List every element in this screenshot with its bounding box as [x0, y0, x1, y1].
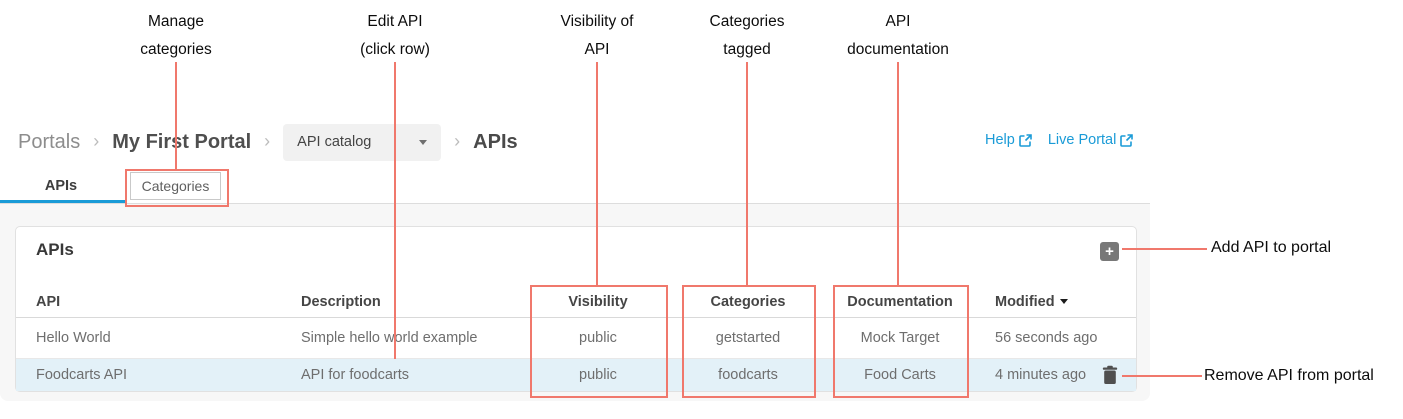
breadcrumb-separator: › — [264, 130, 271, 151]
column-header-visibility: Visibility — [568, 293, 628, 310]
annotation-categories-tagged: Categories tagged — [662, 8, 832, 64]
annotation-line-2: API — [584, 41, 610, 58]
cell-documentation: Mock Target — [860, 330, 940, 346]
cell-api: Hello World — [36, 330, 111, 346]
annotation-line-2: documentation — [847, 41, 949, 58]
column-header-documentation: Documentation — [847, 293, 953, 310]
annotation-box-visibility-column — [530, 285, 668, 398]
annotation-line-add-api — [1122, 248, 1207, 250]
cell-visibility: public — [579, 330, 617, 346]
annotation-manage-categories: Manage categories — [91, 8, 261, 64]
cell-description: Simple hello world example — [301, 330, 478, 346]
annotation-line-api-documentation — [897, 62, 899, 285]
annotation-edit-api: Edit API (click row) — [310, 8, 480, 64]
external-link-icon — [1019, 133, 1032, 147]
cell-api: Foodcarts API — [36, 367, 128, 383]
table-row-hello-world[interactable]: Hello World Simple hello world example p… — [16, 318, 1136, 359]
live-portal-link-label: Live Portal — [1047, 132, 1117, 148]
trash-icon — [1102, 365, 1118, 384]
panel-title: APIs — [36, 240, 74, 259]
table-row-foodcarts[interactable]: Foodcarts API API for foodcarts public f… — [16, 359, 1136, 391]
cell-categories: getstarted — [715, 330, 781, 346]
annotation-visibility: Visibility of API — [512, 8, 682, 64]
annotation-add-api: Add API to portal — [1211, 239, 1332, 256]
annotation-remove-api: Remove API from portal — [1204, 367, 1374, 384]
table-header-divider — [16, 317, 1136, 318]
add-api-button[interactable]: + — [1100, 242, 1119, 261]
api-catalog-dropdown-value: API catalog — [297, 134, 372, 150]
tab-apis[interactable]: APIs — [44, 178, 78, 194]
cell-visibility: public — [579, 367, 617, 383]
delete-api-button[interactable] — [1102, 365, 1118, 385]
cell-modified: 56 seconds ago — [995, 330, 1098, 346]
header-links: Help Live Portal — [985, 132, 1134, 148]
annotation-line-categories-tagged — [746, 62, 748, 285]
column-header-api: API — [36, 293, 61, 310]
tabbar-divider — [0, 203, 1150, 204]
annotation-line-remove-api — [1122, 375, 1202, 377]
column-header-categories: Categories — [710, 293, 786, 310]
column-header-description: Description — [301, 293, 381, 310]
column-header-modified-label: Modified — [995, 293, 1055, 310]
cell-categories: foodcarts — [718, 367, 778, 383]
breadcrumb-portal-name[interactable]: My First Portal — [112, 130, 252, 153]
column-header-modified[interactable]: Modified — [995, 294, 1068, 310]
help-link[interactable]: Help — [985, 132, 1032, 148]
active-tab-underline — [0, 200, 125, 204]
annotation-line-1: Edit API — [367, 13, 423, 30]
breadcrumb: Portals › My First Portal › API catalog … — [18, 123, 518, 161]
annotation-line-1: Manage — [147, 13, 204, 30]
annotation-api-documentation: API documentation — [813, 8, 983, 64]
chevron-down-icon — [419, 139, 428, 145]
breadcrumb-portals[interactable]: Portals — [18, 130, 81, 153]
annotation-line-2: tagged — [723, 41, 771, 58]
annotation-line-visibility — [596, 62, 598, 285]
external-link-icon — [1120, 133, 1134, 147]
breadcrumb-separator: › — [454, 130, 461, 151]
annotation-box-documentation-column — [833, 285, 969, 398]
annotation-box-categories-tab — [125, 169, 229, 207]
annotation-box-categories-column — [682, 285, 816, 398]
annotation-line-2: (click row) — [360, 41, 430, 58]
help-link-label: Help — [985, 132, 1015, 148]
cell-description: API for foodcarts — [301, 367, 409, 383]
apis-panel: APIs + API Description Visibility Catego… — [15, 226, 1137, 392]
sort-desc-icon — [1059, 299, 1068, 304]
live-portal-link[interactable]: Live Portal — [1048, 132, 1134, 148]
annotation-line-manage-categories — [175, 62, 177, 170]
breadcrumb-separator: › — [93, 130, 100, 151]
annotation-line-1: Visibility of — [560, 13, 634, 30]
cell-documentation: Food Carts — [864, 367, 936, 383]
breadcrumb-current-apis: APIs — [473, 130, 518, 153]
annotation-line-2: categories — [140, 41, 212, 58]
table-header-row: API Description Visibility Categories Do… — [16, 286, 1136, 317]
annotation-line-edit-api — [394, 62, 396, 359]
annotation-line-1: API — [885, 13, 911, 30]
tab-categories[interactable]: Categories — [130, 172, 221, 200]
annotation-line-1: Categories — [709, 13, 785, 30]
api-catalog-dropdown[interactable]: API catalog — [283, 123, 442, 161]
cell-modified: 4 minutes ago — [995, 367, 1087, 383]
